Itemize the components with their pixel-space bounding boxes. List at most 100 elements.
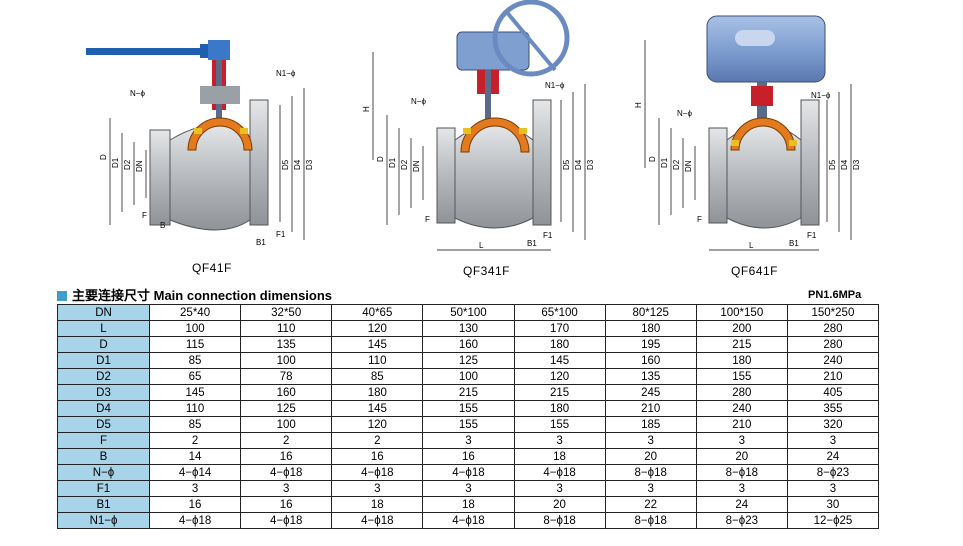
table-cell: 3: [240, 480, 333, 497]
dim-dn: DN: [135, 160, 144, 172]
table-cell: 280: [786, 336, 880, 353]
table-cell: 100: [240, 416, 333, 433]
dim-d2: D2: [400, 159, 409, 170]
section-title: 主要连接尺寸 Main connection dimensions: [57, 285, 332, 304]
table-cell: 240: [695, 400, 788, 417]
table-cell: 180: [331, 384, 424, 401]
figure-caption: QF341F: [463, 264, 511, 278]
table-cell: 155: [513, 416, 606, 433]
figure-qf641f: H D D1 D2 DN D5 D4 D3 N−ϕ N1−ϕ F F1 B1 L…: [625, 0, 865, 282]
table-cell: 20: [513, 496, 606, 513]
left-flange: [149, 129, 171, 226]
table-cell: 65: [148, 368, 242, 385]
table-cell: 24: [786, 448, 880, 465]
table-cell: 85: [148, 352, 242, 369]
dim-n1: N1−ϕ: [811, 91, 831, 100]
table-cell: 215: [695, 336, 788, 353]
table-cell: 210: [604, 400, 697, 417]
table-cell: 12−ϕ25: [786, 512, 880, 529]
table-cell: 180: [695, 352, 788, 369]
table-cell: 4−ϕ18: [422, 512, 515, 529]
seat: [187, 117, 253, 151]
table-cell: 100*150: [695, 304, 788, 321]
dim-d: D: [648, 156, 657, 162]
table-cell: 4−ϕ18: [240, 464, 333, 481]
table-cell: 24: [695, 496, 788, 513]
table-cell: 145: [148, 384, 242, 401]
table-cell: 2: [331, 432, 424, 449]
table-cell: 3: [513, 480, 606, 497]
table-cell: 110: [240, 320, 333, 337]
dim-d1: D1: [388, 157, 397, 168]
row-label: D4: [57, 400, 150, 417]
figure-caption: QF641F: [731, 264, 779, 278]
table-cell: 16: [422, 448, 515, 465]
table-cell: 16: [240, 448, 333, 465]
table-cell: 180: [513, 336, 606, 353]
table-cell: 215: [422, 384, 515, 401]
table-cell: 155: [695, 368, 788, 385]
dim-l: L: [749, 241, 754, 250]
table-cell: 180: [513, 400, 606, 417]
table-cell: 2: [148, 432, 242, 449]
table-cell: 8−ϕ18: [604, 512, 697, 529]
table-cell: 8−ϕ18: [604, 464, 697, 481]
table-cell: 160: [240, 384, 333, 401]
table-cell: 115: [148, 336, 242, 353]
table-cell: 18: [513, 448, 606, 465]
table-cell: 320: [786, 416, 880, 433]
row-label: N1−ϕ: [57, 512, 150, 529]
table-cell: 16: [240, 496, 333, 513]
dim-d4: D4: [840, 159, 849, 170]
table-cell: 16: [148, 496, 242, 513]
dim-n: N−ϕ: [130, 89, 145, 98]
dim-d2: D2: [123, 159, 132, 170]
dim-b: B: [160, 221, 165, 230]
table-cell: 215: [513, 384, 606, 401]
dim-d1: D1: [111, 157, 120, 168]
table-cell: 160: [422, 336, 515, 353]
table-cell: 3: [422, 432, 515, 449]
dim-d5: D5: [281, 159, 290, 170]
dim-d5: D5: [828, 159, 837, 170]
table-cell: 120: [513, 368, 606, 385]
dim-d4: D4: [574, 159, 583, 170]
table-cell: 3: [695, 480, 788, 497]
table-cell: 4−ϕ18: [513, 464, 606, 481]
figure-qf41f: D D1 D2 DN D5 D4 D3 N−ϕ N1−ϕ F B F1 B1 Q…: [80, 0, 320, 282]
table-cell: 4−ϕ18: [331, 512, 424, 529]
row-label: D5: [57, 416, 150, 433]
dim-h: H: [634, 102, 643, 108]
table-cell: 245: [604, 384, 697, 401]
dim-d5: D5: [562, 159, 571, 170]
row-label: D: [57, 336, 150, 353]
dim-dn: DN: [684, 160, 693, 172]
table-cell: 125: [422, 352, 515, 369]
table-cell: 4−ϕ18: [331, 464, 424, 481]
table-cell: 3: [422, 480, 515, 497]
title-marker-icon: [57, 291, 67, 301]
table-cell: 110: [331, 352, 424, 369]
table-cell: 50*100: [422, 304, 515, 321]
pressure-rating: PN1.6MPa: [808, 289, 862, 301]
table-cell: 240: [786, 352, 880, 369]
table-cell: 120: [331, 320, 424, 337]
table-cell: 4−ϕ18: [240, 512, 333, 529]
dim-d3: D3: [586, 159, 595, 170]
table-cell: 355: [786, 400, 880, 417]
table-cell: 4−ϕ14: [148, 464, 242, 481]
table-cell: 280: [695, 384, 788, 401]
table-cell: 135: [604, 368, 697, 385]
table-cell: 3: [786, 480, 880, 497]
table-cell: 18: [331, 496, 424, 513]
table-cell: 145: [513, 352, 606, 369]
table-cell: 30: [786, 496, 880, 513]
table-cell: 40*65: [331, 304, 424, 321]
